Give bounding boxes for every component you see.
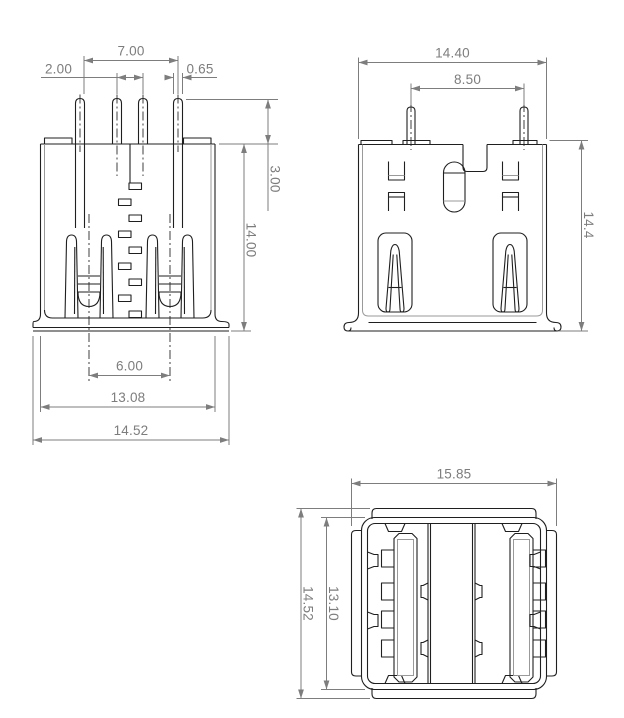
front-contact-right: [145, 214, 195, 383]
top-tongue-right: [509, 532, 547, 683]
rear-top-notch: [462, 144, 488, 173]
top-cap-upper: [371, 507, 537, 519]
top-tongue-left: [380, 532, 418, 683]
dim-top-shell-width: 15.85: [351, 467, 557, 526]
rear-view: 14.40 8.50 14.4: [343, 46, 596, 332]
top-center-tab: [420, 639, 429, 658]
dim-top-inner-height-text: 13.10: [326, 586, 341, 621]
front-top-tab-right: [182, 137, 212, 144]
dim-front-body-width: 13.08: [40, 336, 216, 412]
front-flange: [32, 309, 230, 332]
rear-stadium-hole: [442, 161, 466, 213]
dim-front-contact-pitch-text: 6.00: [116, 359, 143, 374]
rear-top-tab-left: [360, 139, 393, 145]
top-ear-right: [546, 529, 558, 677]
top-frame-outer: [360, 516, 548, 691]
top-view: 15.85 14.52 13.10: [296, 467, 558, 700]
front-top-tab-left: [43, 137, 73, 144]
dim-front-pin-width-text: 0.65: [186, 62, 213, 77]
front-center-ladder: [117, 144, 143, 319]
rear-latch-left: [377, 232, 413, 313]
rear-pin-pedestal-right: [512, 139, 538, 145]
front-view: 7.00 2.00 0.65 3.00: [32, 44, 283, 445]
rear-bracket-lower-right: [501, 191, 520, 211]
top-notch: [384, 674, 406, 684]
dim-front-body-height-text: 14.00: [244, 223, 259, 258]
top-ear-left: [350, 529, 362, 677]
top-frame-inner: [366, 522, 542, 685]
dim-top-overall-height-text: 14.52: [301, 586, 316, 621]
dim-front-pin-standoff-text: 3.00: [268, 165, 283, 192]
rear-latch-right: [492, 232, 528, 313]
rear-pin-pedestal-left: [402, 139, 431, 145]
dim-rear-pin-span: 8.50: [410, 72, 525, 105]
dim-rear-body-width-text: 14.40: [435, 46, 470, 61]
dim-front-pin-span: 7.00: [83, 44, 179, 94]
dim-rear-pin-span-text: 8.50: [454, 72, 481, 87]
dim-front-flange-width-text: 14.52: [114, 423, 149, 438]
front-contact-left: [64, 214, 114, 383]
top-wall-tab: [367, 611, 379, 630]
top-notch: [501, 523, 523, 533]
dim-front-pin-span-text: 7.00: [117, 44, 144, 59]
dim-front-contact-pitch: 6.00: [89, 359, 170, 379]
rear-bracket-upper-right: [501, 161, 520, 181]
top-notch: [501, 674, 523, 684]
top-wall-tab: [529, 551, 541, 570]
top-center-tab: [420, 582, 429, 601]
dim-top-inner-height: 13.10: [321, 517, 365, 690]
top-center-tab: [474, 582, 483, 601]
dim-front-pin-width: 0.65: [164, 62, 217, 94]
top-center-divider: [420, 523, 483, 684]
dim-front-pin-pitch: 2.00: [41, 62, 144, 94]
top-cap-lower: [371, 688, 537, 700]
dim-front-flange-width: 14.52: [32, 336, 230, 445]
dim-front-body-width-text: 13.08: [111, 390, 146, 405]
dim-front-pin-standoff: 3.00: [186, 99, 283, 211]
dim-front-pin-pitch-text: 2.00: [45, 62, 72, 77]
top-center-tab: [474, 639, 483, 658]
top-wall-tab: [367, 551, 379, 570]
rear-bracket-upper-left: [387, 161, 406, 181]
dim-top-overall-height: 14.52: [296, 508, 370, 699]
dim-top-shell-width-text: 15.85: [437, 467, 472, 482]
dim-rear-body-height: 14.4: [549, 140, 596, 332]
dim-front-body-height: 14.00: [231, 144, 259, 332]
top-notch: [384, 523, 406, 533]
dim-rear-body-width: 14.40: [358, 46, 547, 139]
top-wall-tab: [529, 611, 541, 630]
dim-rear-body-height-text: 14.4: [581, 211, 596, 238]
rear-bottom: [343, 309, 562, 332]
rear-bracket-lower-left: [387, 191, 406, 211]
